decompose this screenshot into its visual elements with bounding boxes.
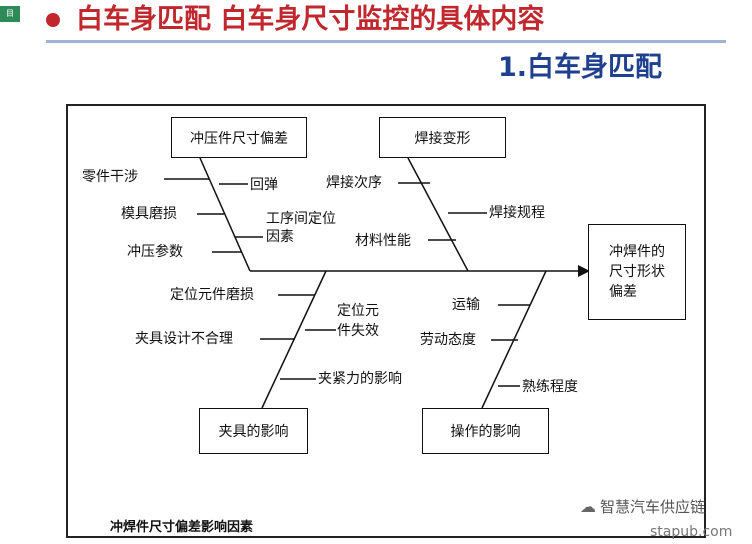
cause-inter-process-positioning: 工序间定位 因素 bbox=[266, 211, 336, 245]
cause-die-wear: 模具磨损 bbox=[121, 206, 177, 222]
cause-locator-failure: 定位元 件失效 bbox=[337, 303, 379, 339]
cause-springback: 回弹 bbox=[250, 177, 278, 193]
cause-part-interference: 零件干涉 bbox=[82, 169, 138, 185]
bone-welding bbox=[407, 157, 469, 272]
cause-weld-spec: 焊接规程 bbox=[489, 205, 545, 221]
title-bullet bbox=[46, 13, 60, 27]
cause-fixture-design: 夹具设计不合理 bbox=[135, 331, 233, 347]
result-label: 冲焊件的 尺寸形状 偏差 bbox=[609, 244, 665, 300]
cause-proficiency: 熟练程度 bbox=[522, 379, 578, 395]
watermark: ☁ 智慧汽车供应链 bbox=[580, 496, 705, 517]
fishbone-diagram-frame bbox=[66, 104, 706, 538]
category-box-operation: 操作的影响 bbox=[422, 408, 549, 454]
cause-transport: 运输 bbox=[452, 297, 480, 313]
site-watermark: stapub.com bbox=[650, 524, 733, 540]
section-subtitle: 1.白车身匹配 bbox=[498, 52, 663, 83]
cause-material-properties: 材料性能 bbox=[355, 233, 411, 249]
category-box-welding: 焊接变形 bbox=[379, 117, 506, 158]
cause-weld-sequence: 焊接次序 bbox=[326, 175, 382, 191]
watermark-text: 智慧汽车供应链 bbox=[600, 498, 706, 516]
category-box-fixture: 夹具的影响 bbox=[199, 408, 308, 454]
cause-locator-wear: 定位元件磨损 bbox=[170, 287, 254, 303]
category-box-stamping: 冲压件尺寸偏差 bbox=[171, 117, 307, 158]
diagram-caption: 冲焊件尺寸偏差影响因素 bbox=[110, 520, 254, 535]
result-box: 冲焊件的 尺寸形状 偏差 bbox=[588, 224, 686, 320]
cause-clamping-force: 夹紧力的影响 bbox=[318, 371, 402, 387]
corner-tag: 目 bbox=[0, 6, 20, 22]
page-title: 白车身匹配 白车身尺寸监控的具体内容 bbox=[76, 4, 545, 35]
title-divider bbox=[46, 40, 726, 43]
cause-work-attitude: 劳动态度 bbox=[420, 332, 476, 348]
cause-stamping-params: 冲压参数 bbox=[127, 244, 183, 260]
wechat-icon: ☁ bbox=[580, 497, 596, 516]
spine-arrowhead bbox=[578, 265, 590, 277]
